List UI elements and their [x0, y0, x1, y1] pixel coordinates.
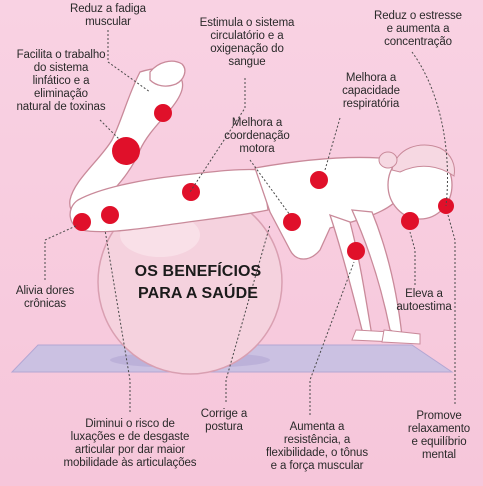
benefit-label-resistencia: Aumenta a resistência, a flexibilidade, … [265, 421, 368, 472]
connector-lines [44, 30, 456, 415]
benefit-label-circulatorio: Estimula o sistema circulatório e a oxig… [199, 17, 295, 68]
foot [149, 60, 186, 87]
benefit-label-fadiga: Reduz a fadiga muscular [70, 3, 146, 28]
benefit-dot [112, 137, 140, 165]
hair-bun [378, 151, 398, 169]
benefit-dot [73, 213, 91, 231]
benefit-dot [182, 183, 200, 201]
benefit-label-dores: Alivia dores crônicas [15, 285, 75, 310]
benefit-label-autoestima: Eleva a autoestima [396, 288, 452, 313]
hand-right [381, 329, 421, 345]
benefit-label-respiratoria: Melhora a capacidade respiratória [342, 72, 400, 110]
benefit-dot [347, 242, 365, 260]
hair [391, 144, 455, 177]
page-title: OS BENEFÍCIOS PARA A SAÚDE [108, 261, 288, 305]
benefit-dot [154, 104, 172, 122]
benefit-dot [310, 171, 328, 189]
benefit-dot [283, 213, 301, 231]
title-line-1: OS BENEFÍCIOS [134, 263, 262, 280]
benefit-label-postura: Corrige a postura [200, 408, 248, 433]
benefit-label-coordenacao: Melhora a coordenação motora [224, 117, 290, 155]
benefit-label-linfatico: Facilita o trabalho do sistema linfático… [16, 49, 106, 113]
benefit-label-luxacoes: Diminui o risco de luxações e de desgast… [63, 418, 197, 469]
title-line-2: PARA A SAÚDE [137, 285, 259, 302]
benefit-label-relaxamento: Promove relaxamento e equilíbrio mental [407, 410, 471, 461]
benefit-dot [101, 206, 119, 224]
benefit-dot [401, 212, 419, 230]
benefit-label-estresse: Reduz o estresse e aumenta a concentraçã… [374, 10, 462, 48]
